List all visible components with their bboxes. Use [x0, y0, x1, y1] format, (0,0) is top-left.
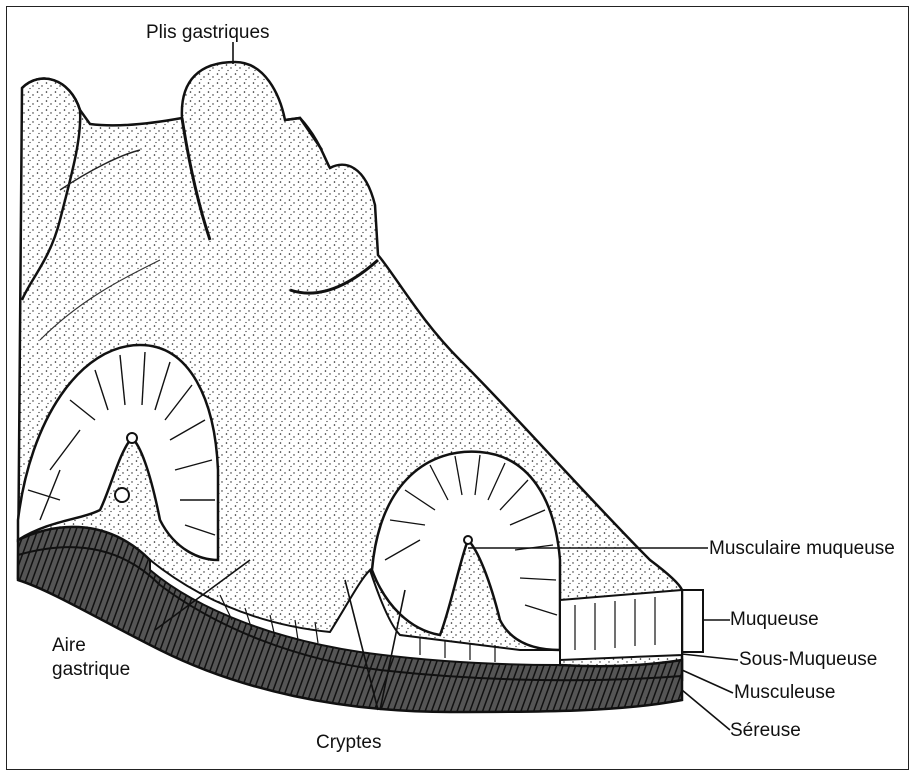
label-muqueuse: Muqueuse — [730, 609, 819, 631]
mucosa-band-right — [560, 590, 682, 660]
label-plis-gastriques: Plis gastriques — [146, 22, 270, 44]
label-musculeuse: Musculeuse — [734, 682, 835, 704]
label-sous-muqueuse: Sous-Muqueuse — [739, 649, 877, 671]
muqueuse-bracket — [682, 590, 703, 652]
label-sereuse: Séreuse — [730, 720, 801, 742]
label-cryptes: Cryptes — [316, 732, 381, 754]
label-musculaire-muqueuse: Musculaire muqueuse — [709, 538, 895, 560]
label-aire-line1: Aire — [52, 634, 130, 658]
label-aire-gastrique: Aire gastrique — [52, 634, 130, 682]
label-aire-line2: gastrique — [52, 658, 130, 682]
